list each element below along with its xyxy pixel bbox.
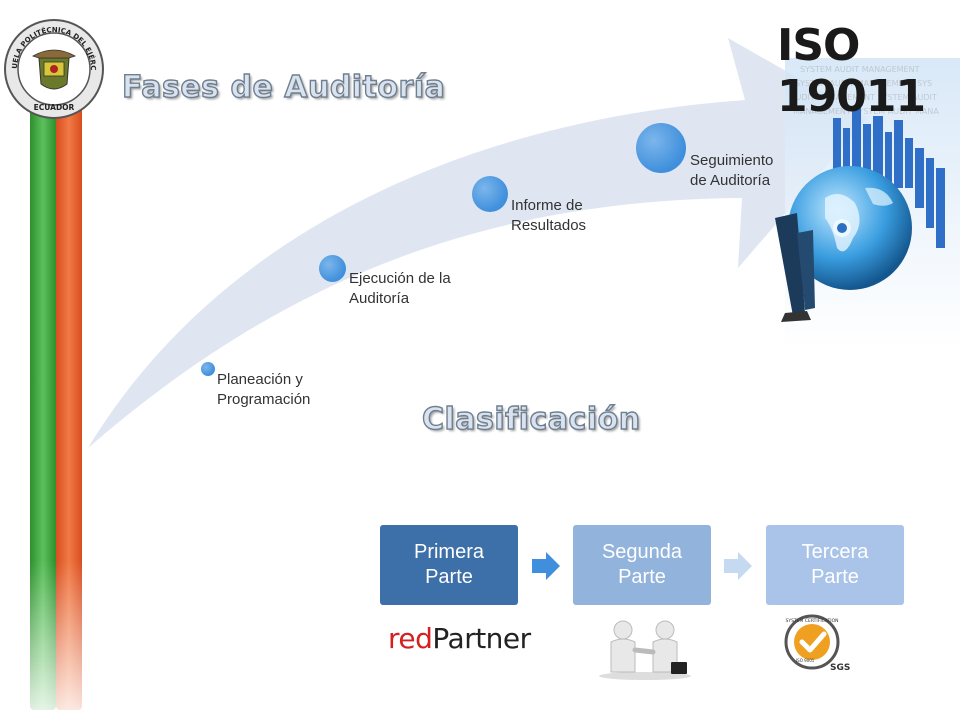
svg-text:SYSTEM AUDIT MANAGEMENT: SYSTEM AUDIT MANAGEMENT <box>800 65 920 74</box>
phase-2-line1: Ejecución de la <box>349 270 451 287</box>
segunda-line2: Parte <box>618 566 666 588</box>
phase-2-line2: Auditoría <box>349 290 410 307</box>
tercera-line2: Parte <box>811 566 859 588</box>
redpartner-logo: redPartner <box>388 622 531 655</box>
segunda-line1: Segunda <box>601 541 683 563</box>
phase-label-4: Seguimiento de Auditoría <box>690 151 773 191</box>
iso-illustration: SYSTEM AUDIT MANAGEMENT SYSTEM AUDIT MAN… <box>775 58 960 348</box>
institution-emblem: ESCUELA POLITÉCNICA DEL EJÉRCITO ECUADOR <box>3 18 104 119</box>
tercera-line1: Tercera <box>801 541 869 563</box>
classification-title: Clasificación <box>421 401 641 437</box>
stripe-fade <box>24 560 94 720</box>
svg-text:AUDIT MANAGEMENT SYSTEM AUDIT: AUDIT MANAGEMENT SYSTEM AUDIT <box>790 93 937 102</box>
sgs-text: SGS <box>830 663 850 672</box>
chevron-1-icon <box>532 552 560 580</box>
primera-line1: Primera <box>413 541 484 563</box>
redpartner-red-text: red <box>388 622 433 655</box>
phase-3-line2: Resultados <box>511 217 587 234</box>
phase-label-1: Planeación y Programación <box>217 370 310 410</box>
iso-title: ISO 19011 <box>777 20 926 122</box>
phase-3-line1: Informe de <box>511 197 583 214</box>
phase-label-2: Ejecución de la Auditoría <box>349 269 451 309</box>
svg-text:MANAGEMENT SYSTEM AUDIT MANA: MANAGEMENT SYSTEM AUDIT MANA <box>793 107 939 116</box>
redpartner-dark-text: Partner <box>432 622 531 655</box>
phase-label-3: Informe de Resultados <box>511 196 586 236</box>
primera-parte-box: Primera Parte <box>380 525 518 605</box>
phase-1-line2: Programación <box>217 391 311 408</box>
chevron-2-icon <box>724 552 752 580</box>
phases-title: Fases de Auditoría <box>121 69 446 105</box>
handshake-people-icon <box>599 620 691 680</box>
phase-dot-2 <box>319 255 346 282</box>
phase-dot-3 <box>472 176 508 212</box>
phase-4-line1: Seguimiento <box>690 152 774 169</box>
emblem-text-bottom: ECUADOR <box>34 103 75 112</box>
sgs-certification-logo: SYSTEM CERTIFICATION ISO 9001 SGS <box>784 614 850 672</box>
sgs-badge-sub: ISO 9001 <box>796 658 815 663</box>
phase-dot-4 <box>636 123 686 173</box>
sgs-badge-text: SYSTEM CERTIFICATION <box>786 618 839 624</box>
phase-1-line1: Planeación y <box>217 371 303 388</box>
phase-4-line2: de Auditoría <box>690 172 771 189</box>
phase-dot-1 <box>201 362 215 376</box>
svg-text:SYSTEM AUDIT MANAGEMENT SYS: SYSTEM AUDIT MANAGEMENT SYS <box>795 79 932 88</box>
segunda-parte-box: Segunda Parte <box>573 525 711 605</box>
tercera-parte-box: Tercera Parte <box>766 525 904 605</box>
primera-line2: Parte <box>425 566 473 588</box>
